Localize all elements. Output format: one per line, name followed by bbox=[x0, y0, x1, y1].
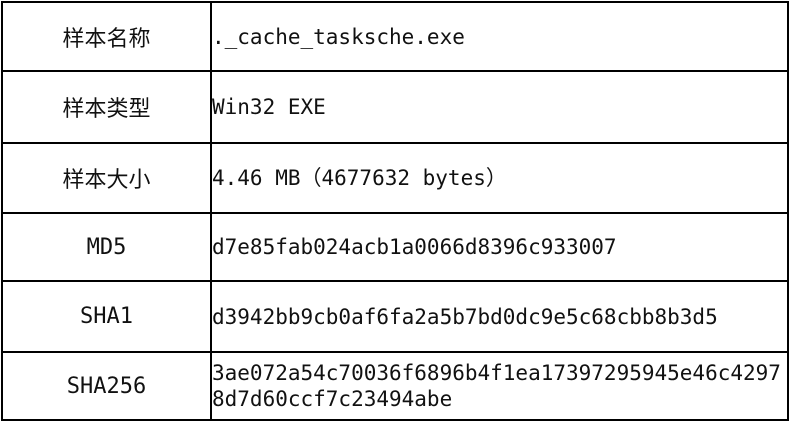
sample-type-value: Win32 EXE bbox=[210, 70, 789, 144]
sha256-value: 3ae072a54c70036f6896b4f1ea17397295945e46… bbox=[210, 351, 789, 421]
table-row: 样本大小 4.46 MB（4677632 bytes） bbox=[1, 142, 789, 214]
sample-name-value: ._cache_tasksche.exe bbox=[210, 1, 789, 72]
table-row: SHA1 d3942bb9cb0af6fa2a5b7bd0dc9e5c68cbb… bbox=[1, 280, 789, 353]
table-row: 样本名称 ._cache_tasksche.exe bbox=[1, 1, 789, 72]
md5-label: MD5 bbox=[1, 212, 212, 282]
table-row: 样本类型 Win32 EXE bbox=[1, 70, 789, 144]
sha1-label: SHA1 bbox=[1, 280, 212, 353]
table-row: SHA256 3ae072a54c70036f6896b4f1ea1739729… bbox=[1, 351, 789, 421]
sample-size-label: 样本大小 bbox=[1, 142, 212, 214]
sample-name-label: 样本名称 bbox=[1, 1, 212, 72]
sha1-value: d3942bb9cb0af6fa2a5b7bd0dc9e5c68cbb8b3d5 bbox=[210, 280, 789, 353]
table-row: MD5 d7e85fab024acb1a0066d8396c933007 bbox=[1, 212, 789, 282]
sample-size-value: 4.46 MB（4677632 bytes） bbox=[210, 142, 789, 214]
sample-type-label: 样本类型 bbox=[1, 70, 212, 144]
md5-value: d7e85fab024acb1a0066d8396c933007 bbox=[210, 212, 789, 282]
sha256-label: SHA256 bbox=[1, 351, 212, 421]
